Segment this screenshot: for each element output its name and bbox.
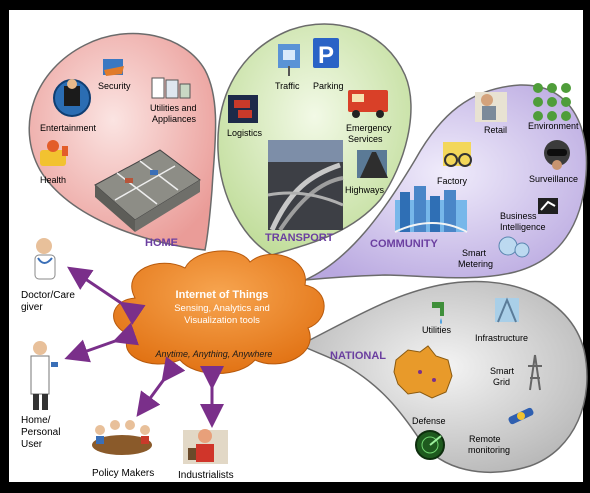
arrow-policy-makers bbox=[136, 356, 186, 417]
industrialists-label: Industrialists bbox=[178, 470, 234, 481]
smart-grid-label-2: Grid bbox=[493, 377, 510, 387]
highways-label: Highways bbox=[345, 185, 385, 195]
policy-makers-icon bbox=[92, 420, 152, 455]
infrastructure-icon bbox=[495, 297, 519, 323]
retail-icon bbox=[475, 92, 507, 122]
security-label: Security bbox=[98, 81, 131, 91]
home-user-label-1: Home/ bbox=[21, 415, 51, 426]
remote-monitoring-label-2: monitoring bbox=[468, 445, 510, 455]
environment-label: Environment bbox=[528, 121, 579, 131]
iot-cloud-subtitle-1: Sensing, Analytics and bbox=[174, 303, 270, 314]
entertainment-label: Entertainment bbox=[40, 123, 97, 133]
utilities-appliances-icon bbox=[151, 77, 191, 99]
home-user-label-2: Personal bbox=[21, 427, 60, 438]
defense-label: Defense bbox=[412, 416, 446, 426]
logistics-icon bbox=[228, 95, 258, 123]
surveillance-label: Surveillance bbox=[529, 174, 578, 184]
infrastructure-label: Infrastructure bbox=[475, 333, 528, 343]
traffic-icon bbox=[278, 44, 300, 76]
australia-map-icon bbox=[393, 345, 453, 399]
remote-monitoring-label-1: Remote bbox=[469, 434, 501, 444]
industrialists-icon bbox=[183, 429, 228, 464]
community-domain-label: COMMUNITY bbox=[370, 238, 438, 250]
iot-cloud-title: Internet of Things bbox=[176, 289, 269, 301]
home-domain-label: HOME bbox=[145, 237, 178, 249]
surveillance-icon bbox=[544, 140, 570, 170]
doctor-icon bbox=[34, 238, 56, 280]
logistics-label: Logistics bbox=[227, 128, 263, 138]
smart-grid-icon bbox=[528, 354, 542, 391]
defense-radar-icon bbox=[415, 430, 445, 460]
emergency-services-label-2: Services bbox=[348, 134, 383, 144]
home-user-label-3: User bbox=[21, 439, 43, 450]
smart-home-floorplan-icon bbox=[94, 149, 201, 232]
factory-label: Factory bbox=[437, 176, 468, 186]
smart-metering-label-2: Metering bbox=[458, 259, 493, 269]
health-icon bbox=[40, 140, 68, 166]
utilities-appliances-label-2: Appliances bbox=[152, 114, 197, 124]
retail-label: Retail bbox=[484, 125, 507, 135]
parking-label: Parking bbox=[313, 81, 344, 91]
emergency-services-icon bbox=[348, 90, 388, 118]
transport-bubble bbox=[217, 23, 412, 256]
parking-icon: P bbox=[313, 38, 339, 69]
community-bubble bbox=[304, 84, 588, 281]
national-domain-label: NATIONAL bbox=[330, 350, 386, 362]
iot-cloud-tagline: Anytime, Anything, Anywhere bbox=[155, 349, 273, 359]
arrow-home-user bbox=[64, 322, 139, 363]
smart-metering-icon bbox=[498, 236, 530, 258]
parking-sign-letter: P bbox=[318, 42, 334, 69]
business-intelligence-icon bbox=[538, 198, 558, 214]
smart-metering-label-1: Smart bbox=[462, 248, 487, 258]
connection-arrows bbox=[64, 266, 224, 428]
utilities-tap-icon bbox=[432, 302, 444, 324]
utilities-label: Utilities bbox=[422, 325, 452, 335]
health-label: Health bbox=[40, 175, 66, 185]
emergency-services-label-1: Emergency bbox=[346, 123, 392, 133]
highway-interchange-icon bbox=[267, 140, 344, 232]
doctor-label-1: Doctor/Care bbox=[21, 290, 75, 301]
entertainment-icon bbox=[53, 79, 91, 117]
traffic-label: Traffic bbox=[275, 81, 300, 91]
doctor-label-2: giver bbox=[21, 302, 43, 313]
home-user-icon bbox=[30, 341, 58, 410]
smart-grid-label-1: Smart bbox=[490, 366, 515, 376]
security-icon bbox=[103, 59, 124, 76]
business-intelligence-label-2: Intelligence bbox=[500, 222, 546, 232]
factory-icon bbox=[443, 142, 472, 167]
remote-monitoring-icon bbox=[508, 407, 534, 425]
business-intelligence-label-1: Business bbox=[500, 211, 537, 221]
transport-domain-label: TRANSPORT bbox=[265, 232, 334, 244]
policy-makers-label: Policy Makers bbox=[92, 468, 154, 479]
arrow-doctor bbox=[67, 266, 146, 326]
utilities-appliances-label-1: Utilities and bbox=[150, 103, 197, 113]
environment-icon bbox=[533, 83, 571, 121]
community-city-icon bbox=[394, 186, 468, 233]
highways-icon bbox=[357, 150, 388, 178]
iot-cloud-subtitle-2: Visualization tools bbox=[184, 315, 260, 326]
